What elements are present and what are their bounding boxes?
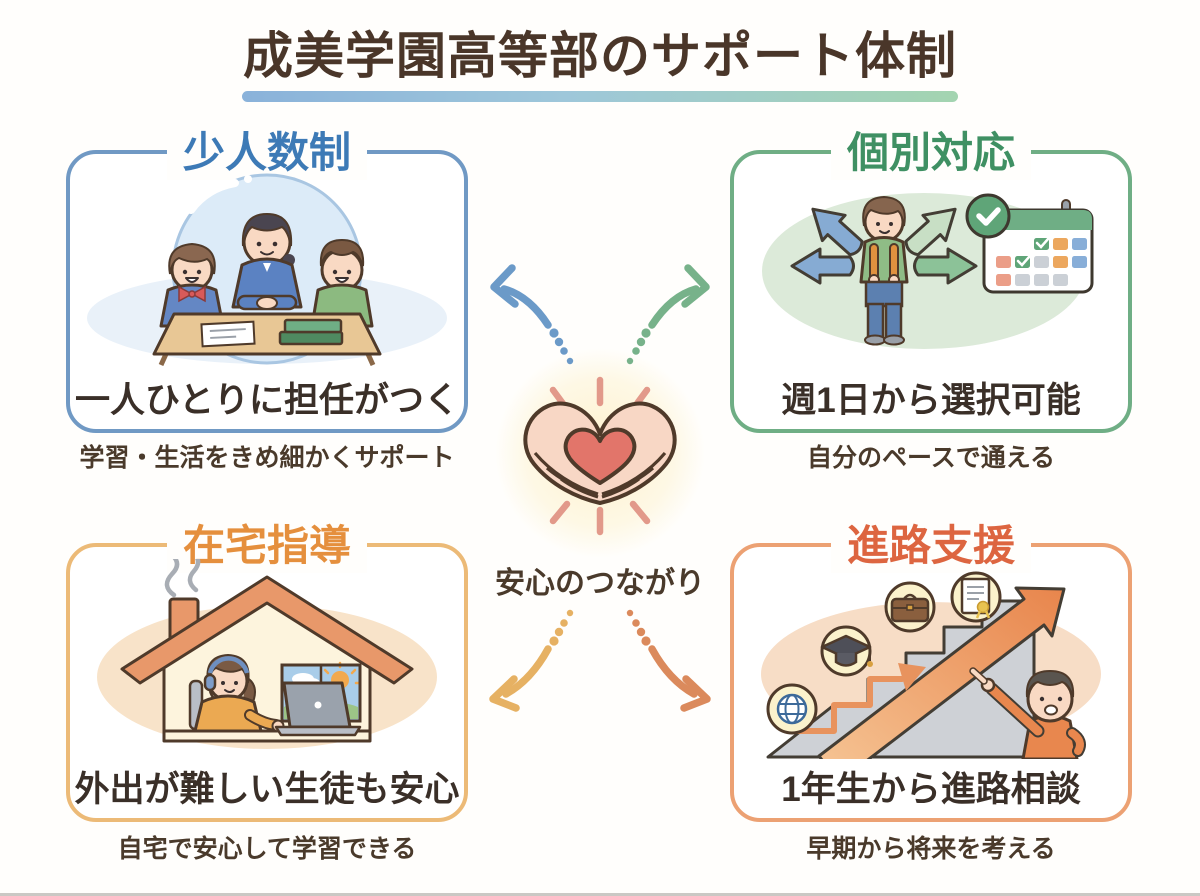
card-home-teaching-header: 在宅指導	[166, 519, 368, 573]
card-career-support-main-text: 1年生から進路相談	[781, 770, 1081, 809]
card-home-teaching-main-text: 外出が難しい生徒も安心	[74, 770, 460, 809]
card-small-class-main-text: 一人ひとりに担任がつく	[75, 381, 459, 420]
card-individual-support: 個別対応	[730, 126, 1132, 433]
card-home-teaching: 在宅指導	[66, 519, 468, 822]
house-roof	[120, 575, 414, 685]
globe-icon	[766, 683, 818, 735]
rising-arrow-icon	[817, 586, 1066, 759]
calendar-icon	[965, 193, 1094, 294]
desk	[152, 294, 382, 366]
card-individual-support-caption: 自分のペースで通える	[806, 444, 1055, 472]
girl-with-headset	[193, 653, 285, 733]
card-career-support-header: 進路支援	[830, 519, 1032, 573]
card-career-support: 進路支援	[730, 519, 1132, 822]
card-small-class-header: 少人数制	[166, 126, 368, 180]
check-circle-icon	[965, 193, 1011, 239]
bottom-edge-shadow	[0, 893, 1200, 896]
page-title: 成美学園高等部のサポート体制	[243, 28, 957, 84]
card-small-class-caption: 学習・生活をきめ細かくサポート	[79, 444, 455, 472]
center-label: 安心のつながり	[495, 567, 705, 600]
calendar-cells	[996, 237, 1087, 286]
girl-with-backpack	[859, 195, 909, 346]
paper	[200, 320, 256, 348]
card-home-teaching-caption: 自宅で安心して学習できる	[117, 835, 417, 863]
hands-heart-icon	[495, 348, 705, 558]
career-path-illustration	[761, 571, 1101, 759]
card-career-support-caption: 早期から将来を考える	[806, 835, 1056, 863]
choice-paths-calendar-illustration	[762, 193, 1094, 349]
certificate-icon	[950, 571, 1002, 623]
card-small-class: 少人数制	[66, 126, 468, 433]
boy-pointing	[969, 667, 1086, 759]
home-study-illustration	[97, 559, 437, 749]
headset-icon	[207, 656, 250, 674]
heart-icon	[563, 427, 637, 485]
smoke	[164, 559, 180, 598]
laptop-icon	[274, 681, 362, 737]
finger-lines	[533, 451, 667, 499]
zigzag-arrow-icon	[795, 676, 905, 734]
graduation-cap-icon	[820, 625, 873, 677]
teacher-students-bubble-illustration	[87, 173, 447, 366]
title-underline	[242, 91, 958, 102]
card-individual-support-header: 個別対応	[830, 126, 1032, 180]
curved-arrow-bottom-left	[489, 609, 574, 712]
curved-arrow-bottom-right	[626, 609, 711, 712]
books	[278, 318, 344, 346]
card-individual-support-main-text: 週1日から選択可能	[781, 381, 1081, 420]
briefcase-icon	[884, 581, 936, 633]
